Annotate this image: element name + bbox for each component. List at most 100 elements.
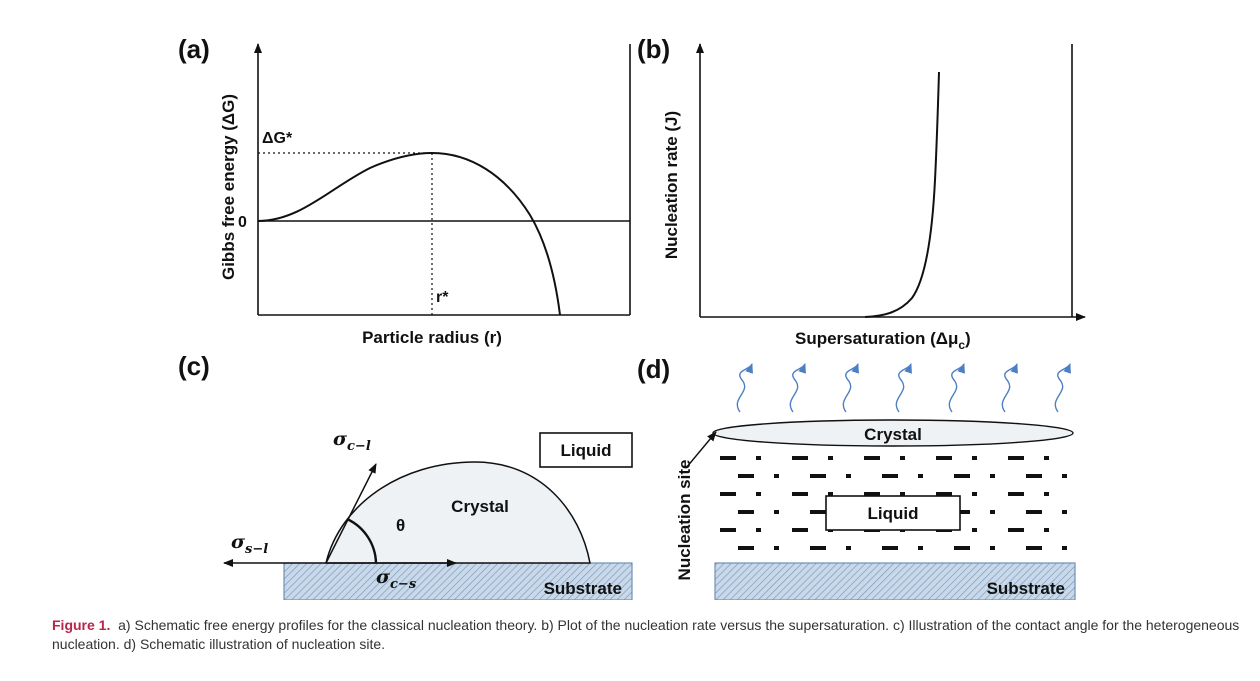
- liquid-dash: [792, 492, 808, 496]
- nucleation-rate-curve: [864, 71, 940, 318]
- liquid-dash: [1008, 528, 1024, 532]
- heat-arrow: [789, 363, 806, 413]
- liquid-dash: [810, 474, 826, 478]
- sigma-sl-label: σs−l: [231, 531, 268, 557]
- liquid-dash: [756, 456, 761, 460]
- liquid-box-label: Liquid: [561, 441, 612, 460]
- substrate: [283, 562, 633, 600]
- contact-angle-arc: [346, 517, 378, 564]
- nucleation-site-arrow: [685, 431, 717, 469]
- liquid-dash: [792, 528, 808, 532]
- liquid-dash: [900, 456, 905, 460]
- liquid-dash: [882, 546, 898, 550]
- liquid-dash: [1026, 474, 1042, 478]
- heat-release-arrows: [736, 363, 1071, 413]
- liquid-dash: [972, 456, 977, 460]
- panel-b-label: (b): [637, 34, 670, 64]
- panel-c: (c) Liquid Substrate Crystal θ σc−l σs−l…: [178, 351, 633, 600]
- figure-caption: Figure 1. a) Schematic free energy profi…: [52, 616, 1242, 654]
- substrate-d: [714, 562, 1076, 600]
- theta-label: θ: [396, 516, 405, 535]
- crystal-droplet: [325, 461, 591, 564]
- liquid-dash: [846, 546, 851, 550]
- panel-b: (b) Nucleation rate (J) Supersaturation …: [637, 34, 1086, 352]
- liquid-dash: [1008, 492, 1024, 496]
- liquid-dash: [954, 474, 970, 478]
- heat-arrow: [842, 363, 859, 413]
- liquid-dash: [810, 546, 826, 550]
- panel-c-label: (c): [178, 351, 210, 381]
- liquid-dash: [720, 456, 736, 460]
- liquid-dash: [810, 510, 826, 514]
- liquid-dash: [1044, 528, 1049, 532]
- liquid-dash: [936, 492, 952, 496]
- sigma-cl-label: σc−l: [333, 428, 371, 454]
- liquid-dash: [864, 456, 880, 460]
- liquid-dash: [954, 510, 970, 514]
- crystal-label: Crystal: [451, 497, 509, 516]
- liquid-dash: [1026, 510, 1042, 514]
- liquid-dash: [918, 546, 923, 550]
- heat-arrow: [736, 363, 753, 413]
- liquid-dash: [1044, 492, 1049, 496]
- liquid-box: [539, 432, 633, 468]
- liquid-dash: [774, 510, 779, 514]
- liquid-dash: [900, 492, 905, 496]
- liquid-box-d-label: Liquid: [868, 504, 919, 523]
- peak-energy-label: ΔG*: [262, 130, 293, 147]
- liquid-dash: [972, 492, 977, 496]
- nucleation-site-label: Nucleation site: [675, 460, 694, 581]
- liquid-dash: [936, 456, 952, 460]
- liquid-dash: [918, 474, 923, 478]
- heat-arrow: [948, 363, 965, 413]
- liquid-dash: [756, 492, 761, 496]
- panel-a: (a) ΔG* 0 r* Gibbs free energy (ΔG) Part…: [178, 34, 631, 347]
- liquid-dash: [720, 528, 736, 532]
- panel-a-x-label: Particle radius (r): [362, 328, 502, 347]
- sigma-cl-arrow: [325, 463, 377, 564]
- liquid-dash: [1044, 456, 1049, 460]
- panel-a-y-label: Gibbs free energy (ΔG): [219, 94, 238, 280]
- heat-arrow: [1001, 363, 1018, 413]
- liquid-dash: [828, 456, 833, 460]
- figure: (a) ΔG* 0 r* Gibbs free energy (ΔG) Part…: [178, 34, 1086, 600]
- liquid-dash: [1062, 474, 1067, 478]
- zero-label: 0: [238, 214, 247, 231]
- heat-arrow: [1054, 363, 1071, 413]
- liquid-dash: [1008, 456, 1024, 460]
- liquid-dash: [864, 492, 880, 496]
- liquid-dash: [828, 492, 833, 496]
- liquid-dash: [990, 546, 995, 550]
- crystal-layer-label: Crystal: [864, 425, 922, 444]
- liquid-dash: [1062, 510, 1067, 514]
- liquid-dash: [954, 546, 970, 550]
- liquid-dash: [738, 546, 754, 550]
- liquid-dash: [792, 456, 808, 460]
- caption-text: a) Schematic free energy profiles for th…: [52, 617, 1240, 652]
- liquid-box-d: [825, 495, 961, 531]
- caption-label: Figure 1.: [52, 617, 111, 633]
- liquid-dash: [846, 474, 851, 478]
- liquid-dash: [756, 528, 761, 532]
- panel-a-label: (a): [178, 34, 210, 64]
- panel-b-x-label: Supersaturation (Δμc): [795, 329, 971, 352]
- critical-radius-label: r*: [436, 289, 449, 306]
- panel-d: (d) Crystal Liquid Substrate Nucleation …: [637, 354, 1076, 600]
- liquid-dash: [972, 528, 977, 532]
- panel-d-label: (d): [637, 354, 670, 384]
- liquid-dash: [1062, 546, 1067, 550]
- sigma-cs-label: σc−s: [376, 566, 417, 592]
- liquid-dash: [720, 492, 736, 496]
- substrate-d-label: Substrate: [987, 579, 1065, 598]
- panel-b-y-label: Nucleation rate (J): [662, 111, 681, 259]
- liquid-dash: [990, 510, 995, 514]
- free-energy-curve: [257, 151, 561, 316]
- substrate-label: Substrate: [544, 579, 622, 598]
- liquid-dash: [738, 510, 754, 514]
- liquid-dash: [774, 546, 779, 550]
- liquid-dash: [882, 474, 898, 478]
- liquid-dash: [990, 474, 995, 478]
- liquid-dash: [738, 474, 754, 478]
- liquid-dash: [774, 474, 779, 478]
- liquid-dash: [1026, 546, 1042, 550]
